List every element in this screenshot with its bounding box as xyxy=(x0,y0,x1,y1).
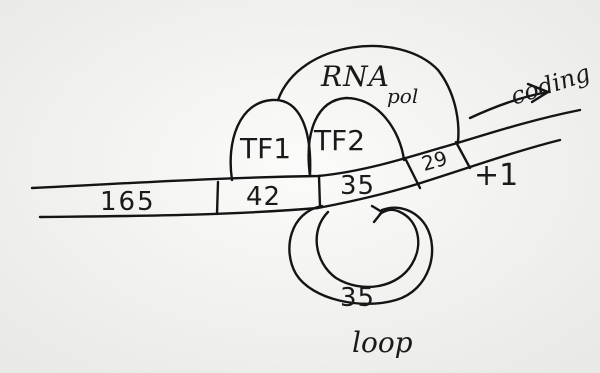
divider-165-42 xyxy=(215,180,220,216)
rna-pol-arc xyxy=(276,44,460,144)
loop-outer-ring xyxy=(288,204,434,305)
divider-35-29 xyxy=(403,156,422,190)
loop-inner-ring xyxy=(315,208,420,289)
plus-one-label: +1 xyxy=(474,158,518,193)
rna-pol-sub-label: pol xyxy=(387,84,418,108)
segment-165-label: 165 xyxy=(100,187,156,217)
coding-arrow-line xyxy=(468,90,550,120)
segment-35-label: 35 xyxy=(340,171,375,201)
segment-42-label: 42 xyxy=(246,182,281,212)
dna-bottom-strand xyxy=(38,138,562,219)
tf1-bump xyxy=(229,98,312,182)
loop-inner-arrow xyxy=(370,204,384,224)
tf2-bump xyxy=(307,96,406,178)
divider-29-plus1 xyxy=(454,140,472,170)
loop-35-label: 35 xyxy=(340,283,375,313)
rna-pol-main-label: RNA xyxy=(320,60,390,93)
divider-42-35 xyxy=(317,174,322,209)
tf1-label: TF1 xyxy=(239,132,291,165)
loop-label: loop xyxy=(352,326,413,359)
dna-top-strand xyxy=(30,108,582,190)
tf2-label: TF2 xyxy=(313,124,365,157)
